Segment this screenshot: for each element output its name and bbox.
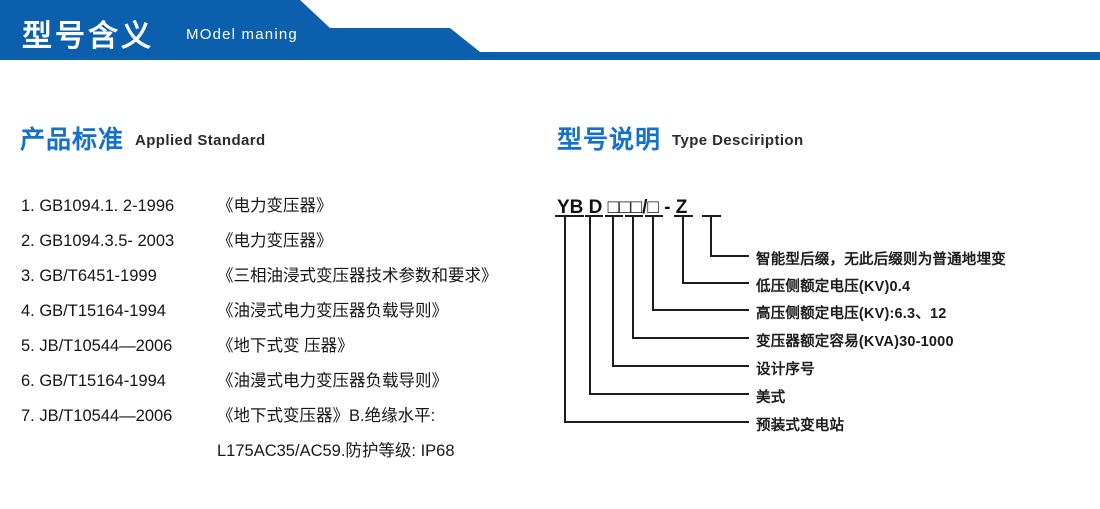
list-item: 7. JB/T10544—2006 《地下式变压器》B.绝缘水平: [21, 402, 541, 437]
standard-name: 《电力变压器》 [217, 232, 333, 250]
legend-label-design-serial: 设计序号 [756, 362, 815, 378]
standards-heading-cn: 产品标准 [20, 126, 125, 154]
model-code-string: YB D □□□/□ - Z [557, 197, 688, 218]
standard-code: 7. JB/T10544—2006 [21, 407, 173, 425]
legend-label-rated-capacity: 变压器额定容易(KVA)30-1000 [756, 334, 954, 350]
standard-code: 1. GB1094.1. 2-1996 [21, 197, 175, 215]
legend-label-prefab-substation: 预装式变电站 [756, 418, 845, 434]
standards-heading: 产品标准 Applied Standard [20, 120, 266, 156]
legend-label-smart-suffix: 智能型后缀，无此后缀则为普通地埋变 [756, 252, 1006, 268]
list-item: 2. GB1094.3.5- 2003 《电力变压器》 [21, 227, 541, 262]
legend-label-lv-voltage: 低压侧额定电压(KV)0.4 [756, 279, 911, 295]
standard-code: 3. GB/T6451-1999 [21, 267, 157, 285]
type-heading: 型号说明 Type Desciription [557, 120, 804, 156]
page-header-banner: 型号含义 MOdel maning [0, 0, 1100, 60]
list-item: 5. JB/T10544—2006 《地下式变 压器》 [21, 332, 541, 367]
standard-name: 《油漫式电力变压器负载导则》 [217, 372, 448, 390]
standard-name: 《地下式变压器》B.绝缘水平: [217, 407, 436, 425]
legend-label-hv-voltage: 高压侧额定电压(KV):6.3、12 [756, 306, 947, 322]
list-item: 3. GB/T6451-1999 《三相油浸式变压器技术参数和要求》 [21, 262, 541, 297]
type-heading-cn: 型号说明 [557, 126, 662, 154]
standards-heading-en: Applied Standard [135, 132, 266, 149]
standards-list: 1. GB1094.1. 2-1996 《电力变压器》 2. GB1094.3.… [21, 192, 541, 472]
banner-shape [0, 0, 1100, 60]
banner-title: 型号含义 [22, 20, 154, 53]
type-heading-en: Type Desciription [672, 132, 804, 149]
banner-subtitle: MOdel maning [186, 26, 298, 43]
standard-code: 6. GB/T15164-1994 [21, 372, 166, 390]
standard-code: 2. GB1094.3.5- 2003 [21, 232, 175, 250]
standard-name: 《三相油浸式变压器技术参数和要求》 [217, 267, 498, 285]
standard-code: 4. GB/T15164-1994 [21, 302, 166, 320]
list-item: 6. GB/T15164-1994 《油漫式电力变压器负载导则》 [21, 367, 541, 402]
standard-name: 《油浸式电力变压器负载导则》 [217, 302, 448, 320]
standard-name: 《地下式变 压器》 [217, 337, 354, 355]
list-item: 1. GB1094.1. 2-1996 《电力变压器》 [21, 192, 541, 227]
list-item: 4. GB/T15164-1994 《油浸式电力变压器负载导则》 [21, 297, 541, 332]
standard-name: 《电力变压器》 [217, 197, 333, 215]
standard-continuation-line: L175AC35/AC59.防护等级: IP68 [217, 442, 455, 460]
legend-label-american-type: 美式 [756, 390, 786, 406]
standard-code: 5. JB/T10544—2006 [21, 337, 173, 355]
